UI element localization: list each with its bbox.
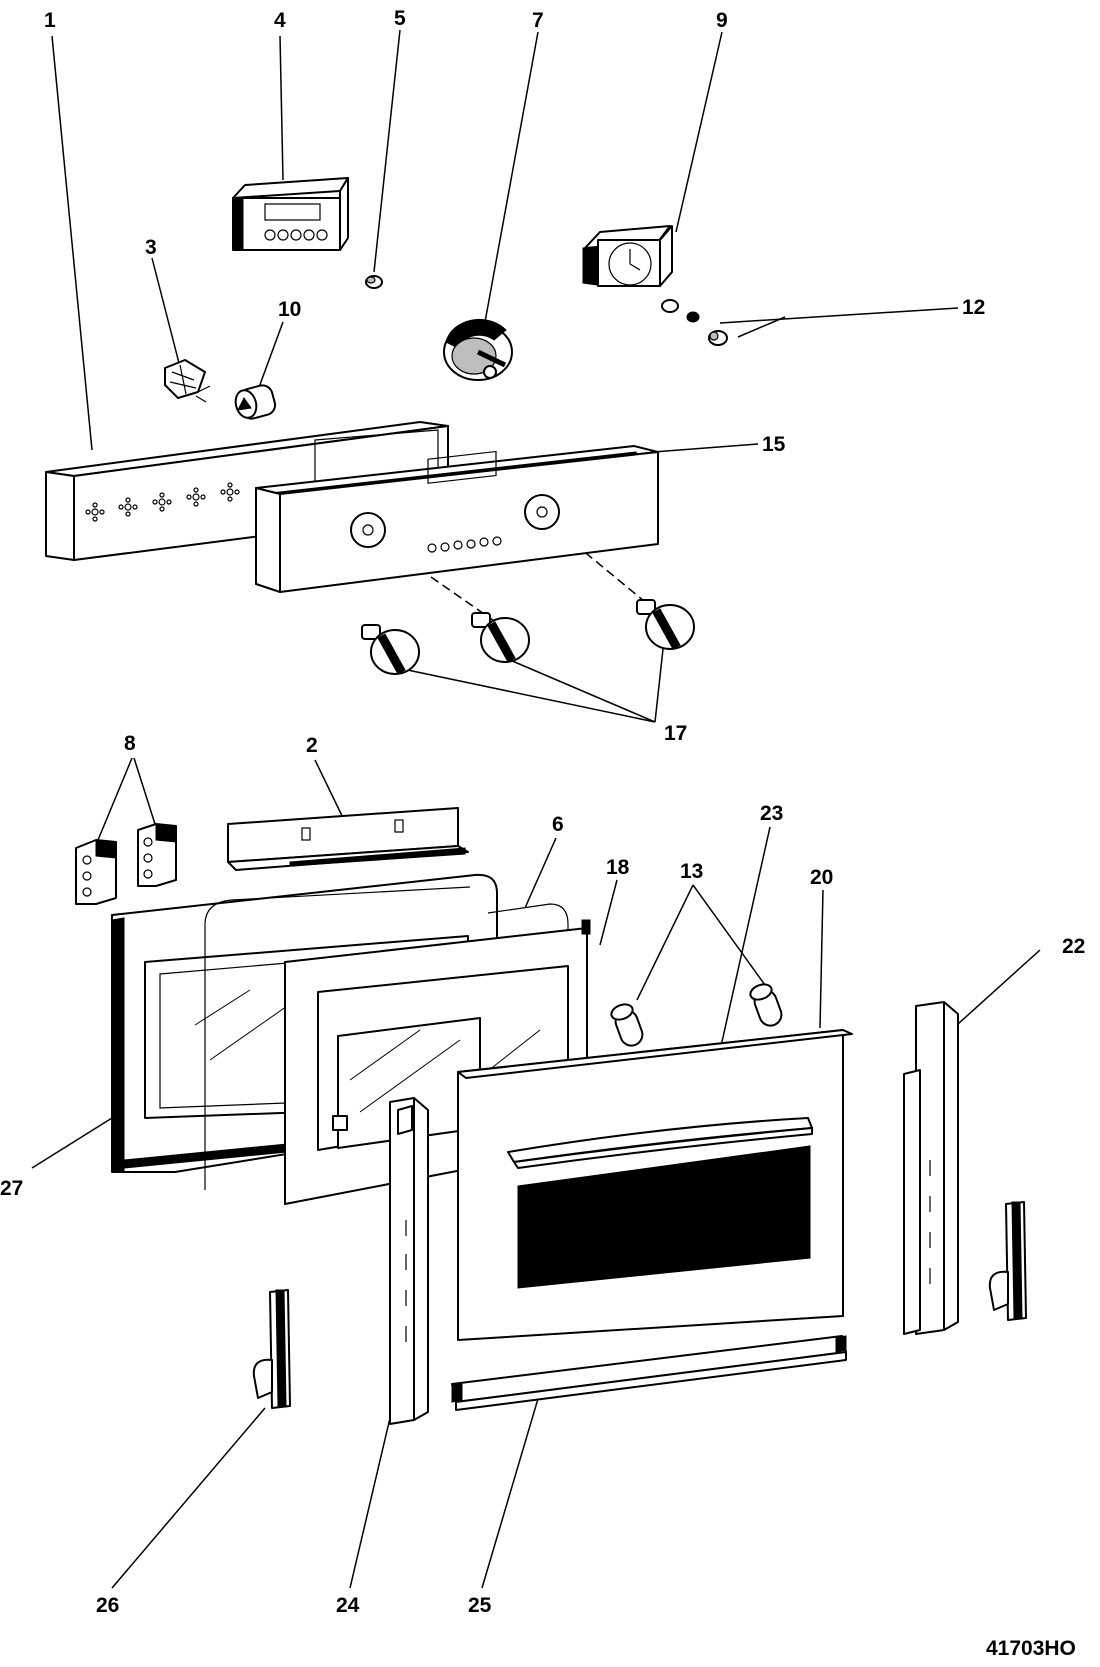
leader-17c xyxy=(654,639,665,723)
leader-8b xyxy=(133,757,156,825)
leader-26 xyxy=(111,1407,266,1589)
control-panel-front xyxy=(255,445,659,593)
leader-25 xyxy=(481,1391,541,1589)
callout-2: 2 xyxy=(306,734,318,757)
callout-17: 17 xyxy=(664,722,687,745)
leader-15 xyxy=(639,443,759,454)
door-frame-seal xyxy=(487,903,569,1102)
drawing-reference: 41703HO xyxy=(986,1637,1076,1660)
programmer-module xyxy=(232,177,349,251)
door-hinge-right xyxy=(988,1201,1027,1321)
door-side-strip-right xyxy=(903,1001,959,1335)
leader-12a xyxy=(719,307,959,324)
leader-22 xyxy=(957,949,1041,1025)
glass-spacers xyxy=(610,983,783,1047)
callout-9: 9 xyxy=(716,9,728,32)
leader-6 xyxy=(524,837,557,909)
outer-door xyxy=(457,1029,853,1341)
leader-24 xyxy=(349,1417,391,1589)
callout-25: 25 xyxy=(468,1594,492,1617)
knob-right xyxy=(636,599,695,650)
callout-27: 27 xyxy=(0,1177,23,1200)
leader-8a xyxy=(97,757,133,841)
hinge-bracket-left xyxy=(75,839,117,905)
leader-13a xyxy=(636,884,694,1001)
panel-switch-holes xyxy=(85,482,240,522)
callout-22: 22 xyxy=(1062,935,1085,958)
door-side-strip-left xyxy=(389,1097,429,1425)
callout-23: 23 xyxy=(760,802,783,825)
assembly-line-left xyxy=(384,544,501,626)
hinge-bracket-right xyxy=(137,823,177,887)
leader-1 xyxy=(51,35,93,451)
door-bottom-trim xyxy=(451,1335,847,1411)
door-hinge-left xyxy=(252,1289,291,1409)
callout-18: 18 xyxy=(606,856,630,879)
callout-3: 3 xyxy=(145,236,157,259)
thermostat xyxy=(443,318,513,381)
indicator-lens xyxy=(365,275,383,289)
knob-left xyxy=(361,624,420,675)
leader-13b xyxy=(692,884,771,993)
callout-6: 6 xyxy=(552,813,564,836)
leader-17a xyxy=(397,667,656,723)
leader-10 xyxy=(257,321,284,391)
callout-12: 12 xyxy=(962,296,985,319)
leader-3 xyxy=(151,257,181,368)
callout-24: 24 xyxy=(336,1594,360,1617)
callout-26: 26 xyxy=(96,1594,119,1617)
leader-lines xyxy=(31,29,1041,1589)
hinge-brackets xyxy=(75,823,177,905)
leader-27 xyxy=(31,1117,113,1169)
leader-4 xyxy=(279,35,284,181)
callout-10: 10 xyxy=(278,298,301,321)
leader-20 xyxy=(819,889,824,1029)
callout-labels: 1 4 5 7 9 3 10 12 15 17 8 2 6 23 18 13 2… xyxy=(0,7,1085,1660)
spacer-left xyxy=(610,1003,644,1047)
knob-centre xyxy=(471,612,530,663)
spacer-set xyxy=(661,299,728,346)
leader-17b xyxy=(509,659,656,723)
control-knobs xyxy=(361,599,695,675)
leader-7 xyxy=(484,31,539,323)
door-top-trim xyxy=(227,807,469,871)
callout-4: 4 xyxy=(274,9,286,32)
callout-8: 8 xyxy=(124,732,136,755)
leader-18 xyxy=(599,879,618,946)
lamp-holder xyxy=(234,384,277,420)
leader-12b xyxy=(737,316,786,338)
leader-2 xyxy=(314,759,346,823)
callout-1: 1 xyxy=(44,9,56,32)
leader-9 xyxy=(675,31,723,233)
clip-bracket xyxy=(164,359,211,403)
spacer-right xyxy=(749,983,783,1027)
callout-15: 15 xyxy=(762,433,786,456)
callout-5: 5 xyxy=(394,7,406,30)
callout-20: 20 xyxy=(810,866,833,889)
assembly-line-right xyxy=(541,516,656,611)
callout-7: 7 xyxy=(532,9,544,32)
clock-module xyxy=(582,225,673,287)
callout-13: 13 xyxy=(680,860,703,883)
leader-5 xyxy=(373,29,401,273)
door-handle xyxy=(507,1117,813,1169)
